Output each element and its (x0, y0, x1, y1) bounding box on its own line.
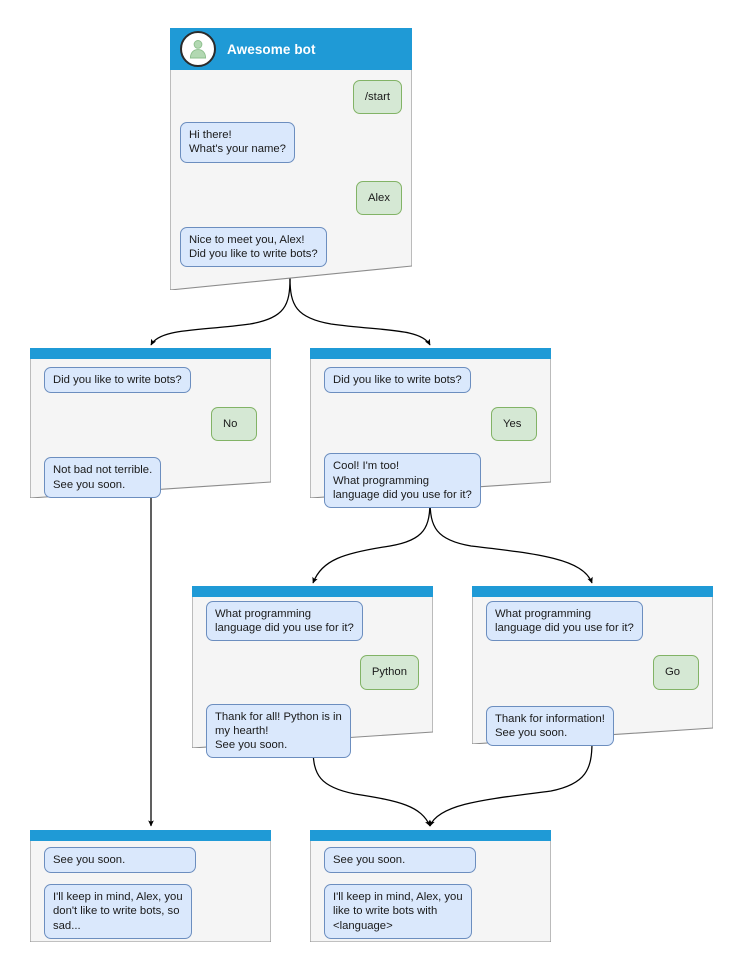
message-row: Alex (180, 180, 402, 215)
bot-message-bubble[interactable]: Did you like to write bots? (44, 367, 191, 394)
card-header-go-branch (472, 586, 713, 597)
message-row: Not bad not terrible. See you soon. (44, 457, 257, 498)
bot-title: Awesome bot (227, 41, 316, 57)
user-message-bubble[interactable]: No (211, 407, 257, 442)
chat-body-yes-branch: Did you like to write bots? Yes Cool! I'… (310, 359, 551, 509)
user-message-bubble[interactable]: Alex (356, 180, 402, 215)
message-row: Hi there! What's your name? (180, 122, 402, 163)
message-row: No (44, 407, 257, 442)
bot-message-bubble[interactable]: Cool! I'm too! What programming language… (324, 453, 481, 509)
edge-yes-to-python (312, 499, 431, 584)
chat-card-root[interactable]: Awesome bot /start Hi there! What's your… (170, 28, 412, 290)
message-row: Python (206, 655, 419, 690)
user-message-bubble[interactable]: /start (352, 80, 402, 115)
chat-card-python-branch[interactable]: What programming language did you use fo… (192, 586, 433, 759)
bot-message-bubble[interactable]: Not bad not terrible. See you soon. (44, 457, 162, 498)
chat-body-root: /start Hi there! What's your name? Alex … (170, 70, 412, 290)
user-message-bubble[interactable]: Go (653, 655, 699, 690)
chat-card-end-happy[interactable]: See you soon. I'll keep in mind, Alex, y… (310, 830, 551, 942)
bot-message-bubble[interactable]: Nice to meet you, Alex! Did you like to … (180, 226, 327, 268)
bot-message-bubble[interactable]: I'll keep in mind, Alex, you don't like … (44, 884, 192, 939)
chat-card-end-sad[interactable]: See you soon. I'll keep in mind, Alex, y… (30, 830, 271, 942)
card-header-end-sad (30, 830, 271, 841)
person-avatar-icon (180, 31, 216, 67)
message-row: I'll keep in mind, Alex, you don't like … (44, 884, 257, 939)
message-row: What programming language did you use fo… (206, 601, 419, 642)
bot-message-bubble[interactable]: What programming language did you use fo… (486, 601, 643, 642)
user-message-bubble[interactable]: Yes (491, 407, 537, 442)
message-row: See you soon. (324, 847, 537, 874)
message-row: I'll keep in mind, Alex, you like to wri… (324, 884, 537, 939)
edge-yes-to-go (429, 499, 593, 584)
card-header-end-happy (310, 830, 551, 841)
chat-card-go-branch[interactable]: What programming language did you use fo… (472, 586, 713, 747)
message-row: See you soon. (44, 847, 257, 874)
chat-card-no-branch[interactable]: Did you like to write bots? No Not bad n… (30, 348, 271, 498)
card-header-python-branch (192, 586, 433, 597)
message-row: Go (486, 655, 699, 690)
person-glyph-icon (189, 40, 207, 59)
bot-message-bubble[interactable]: I'll keep in mind, Alex, you like to wri… (324, 884, 472, 939)
card-header-yes-branch (310, 348, 551, 359)
chat-body-no-branch: Did you like to write bots? No Not bad n… (30, 359, 271, 498)
bot-message-bubble[interactable]: What programming language did you use fo… (206, 601, 363, 642)
bot-message-bubble[interactable]: Hi there! What's your name? (180, 122, 295, 163)
message-row: Nice to meet you, Alex! Did you like to … (180, 226, 402, 268)
bot-message-bubble[interactable]: Did you like to write bots? (324, 367, 471, 394)
bot-message-bubble[interactable]: Thank for information! See you soon. (486, 705, 614, 747)
message-row: Did you like to write bots? (44, 367, 257, 394)
bot-message-bubble[interactable]: See you soon. (324, 847, 476, 874)
chat-card-yes-branch[interactable]: Did you like to write bots? Yes Cool! I'… (310, 348, 551, 509)
bot-message-bubble[interactable]: Thank for all! Python is in my hearth! S… (206, 703, 351, 759)
message-row: Cool! I'm too! What programming language… (324, 453, 537, 509)
card-header-root: Awesome bot (170, 28, 412, 70)
message-row: /start (180, 80, 402, 115)
chat-body-python-branch: What programming language did you use fo… (192, 597, 433, 759)
bot-message-bubble[interactable]: See you soon. (44, 847, 196, 874)
chat-body-end-sad: See you soon. I'll keep in mind, Alex, y… (30, 841, 271, 942)
edge-python-to-end-happy (312, 747, 431, 827)
message-row: Thank for all! Python is in my hearth! S… (206, 703, 419, 759)
user-message-bubble[interactable]: Python (359, 655, 419, 690)
chat-body-end-happy: See you soon. I'll keep in mind, Alex, y… (310, 841, 551, 942)
message-row: Yes (324, 407, 537, 442)
chat-body-go-branch: What programming language did you use fo… (472, 597, 713, 747)
message-row: Did you like to write bots? (324, 367, 537, 394)
edge-go-to-end-happy (429, 741, 593, 827)
message-row: Thank for information! See you soon. (486, 705, 699, 747)
message-row: What programming language did you use fo… (486, 601, 699, 642)
card-header-no-branch (30, 348, 271, 359)
